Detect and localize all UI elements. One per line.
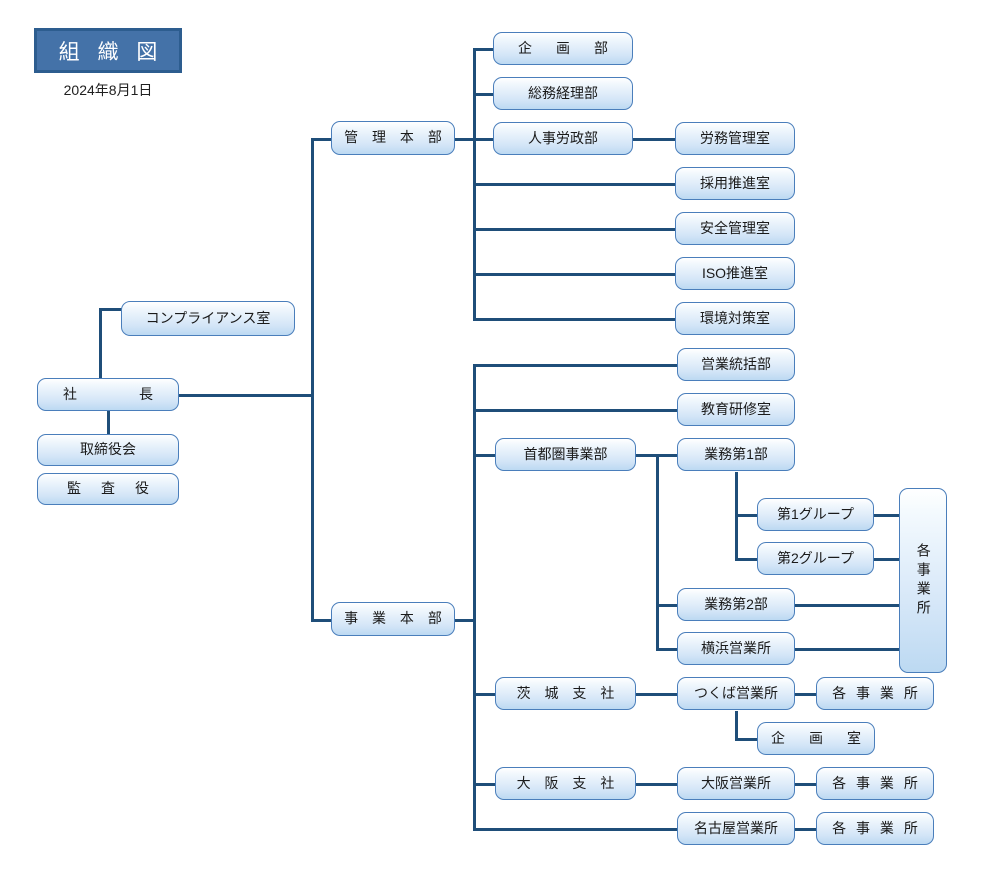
line-business-nagoya	[473, 828, 677, 831]
node-operations-dept-1[interactable]: 業務第1部	[677, 438, 795, 471]
node-group-1[interactable]: 第1グループ	[757, 498, 874, 531]
node-sites-osaka[interactable]: 各 事 業 所	[816, 767, 934, 800]
line-group2-sites	[874, 558, 900, 561]
line-business-osaka	[473, 783, 495, 786]
line-metro-yokohama	[656, 648, 678, 651]
node-sites-tsukuba[interactable]: 各 事 業 所	[816, 677, 934, 710]
node-metropolitan-division[interactable]: 首都圏事業部	[495, 438, 636, 471]
line-admin-safety	[473, 228, 675, 231]
line-tsukuba-sites	[795, 693, 816, 696]
line-metro-trunk	[656, 454, 659, 649]
node-president[interactable]: 社 長	[37, 378, 179, 411]
node-board-of-directors[interactable]: 取締役会	[37, 434, 179, 466]
node-business-hq[interactable]: 事 業 本 部	[331, 602, 455, 636]
node-group-2[interactable]: 第2グループ	[757, 542, 874, 575]
line-osaka-sites	[795, 783, 816, 786]
line-president-compliance-v	[99, 308, 102, 396]
node-training-office[interactable]: 教育研修室	[677, 393, 795, 426]
line-ops1-group1	[735, 514, 757, 517]
node-hr-labor-dept[interactable]: 人事労政部	[493, 122, 633, 155]
node-tsukuba-office[interactable]: つくば営業所	[677, 677, 795, 710]
node-osaka-office[interactable]: 大阪営業所	[677, 767, 795, 800]
node-osaka-branch[interactable]: 大 阪 支 社	[495, 767, 636, 800]
line-hr-labor-office	[631, 138, 675, 141]
line-trunk-admin-hq	[311, 138, 333, 141]
line-admin-hr-labor	[473, 138, 495, 141]
node-general-affairs-dept[interactable]: 総務経理部	[493, 77, 633, 110]
node-sites-metropolitan[interactable]: 各事業所	[899, 488, 947, 673]
line-metro-ops2	[656, 604, 678, 607]
node-compliance-office[interactable]: コンプライアンス室	[121, 301, 295, 336]
line-ops1-group2	[735, 558, 757, 561]
line-metro-out	[636, 454, 658, 457]
line-admin-iso	[473, 273, 675, 276]
node-nagoya-office[interactable]: 名古屋営業所	[677, 812, 795, 845]
chart-date: 2024年8月1日	[63, 82, 153, 98]
node-planning-dept[interactable]: 企 画 部	[493, 32, 633, 65]
line-trunk-business-hq	[311, 619, 333, 622]
node-admin-hq[interactable]: 管 理 本 部	[331, 121, 455, 155]
node-auditor[interactable]: 監 査 役	[37, 473, 179, 505]
line-president-board	[107, 410, 110, 435]
node-recruitment-office[interactable]: 採用推進室	[675, 167, 795, 200]
line-main-trunk	[311, 138, 314, 622]
line-group1-sites	[874, 514, 900, 517]
node-yokohama-office[interactable]: 横浜営業所	[677, 632, 795, 665]
page-title: 組 織 図	[34, 28, 182, 73]
node-ibaraki-branch[interactable]: 茨 城 支 社	[495, 677, 636, 710]
node-environment-office[interactable]: 環境対策室	[675, 302, 795, 335]
line-ops2-sites	[795, 604, 900, 607]
line-admin-recruit	[473, 183, 675, 186]
line-osaka-branch-office	[636, 783, 677, 786]
line-business-metro	[473, 454, 495, 457]
node-sales-control-dept[interactable]: 営業統括部	[677, 348, 795, 381]
line-nagoya-sites	[795, 828, 816, 831]
line-admin-hq-out	[453, 138, 475, 141]
line-admin-general-affairs	[473, 93, 495, 96]
line-admin-environment	[473, 318, 675, 321]
line-business-sales-control	[473, 364, 677, 367]
line-metro-ops1	[656, 454, 678, 457]
line-business-ibaraki	[473, 693, 495, 696]
node-safety-management-office[interactable]: 安全管理室	[675, 212, 795, 245]
node-planning-office[interactable]: 企 画 室	[757, 722, 875, 755]
line-business-trunk	[473, 364, 476, 830]
node-operations-dept-2[interactable]: 業務第2部	[677, 588, 795, 621]
node-labor-management-office[interactable]: 労務管理室	[675, 122, 795, 155]
line-business-hq-out	[453, 619, 475, 622]
line-tsukuba-planning-h	[735, 738, 757, 741]
line-yokohama-sites	[795, 648, 900, 651]
line-president-trunk	[178, 394, 314, 397]
node-iso-promotion-office[interactable]: ISO推進室	[675, 257, 795, 290]
line-admin-planning	[473, 48, 495, 51]
line-tsukuba-planning-v	[735, 711, 738, 741]
line-president-compliance-h	[99, 308, 123, 311]
line-ibaraki-tsukuba	[636, 693, 677, 696]
line-business-training	[473, 409, 677, 412]
node-sites-nagoya[interactable]: 各 事 業 所	[816, 812, 934, 845]
